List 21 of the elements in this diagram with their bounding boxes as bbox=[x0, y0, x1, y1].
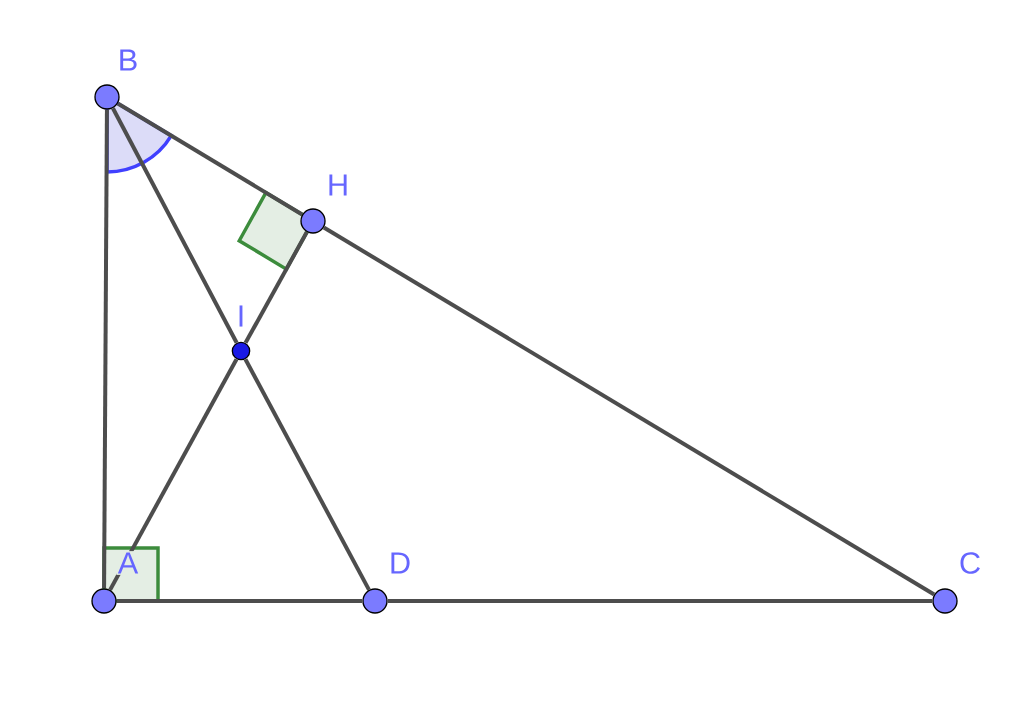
segment bbox=[387, 599, 933, 603]
point-label: A bbox=[116, 551, 140, 575]
segment bbox=[243, 358, 371, 591]
point bbox=[94, 84, 120, 110]
point-label: H bbox=[329, 174, 347, 196]
point-label: I bbox=[239, 305, 243, 327]
segment bbox=[116, 599, 363, 603]
segment bbox=[111, 107, 239, 344]
point bbox=[362, 588, 388, 614]
segment bbox=[116, 101, 304, 217]
point-label: C bbox=[960, 552, 980, 574]
point bbox=[231, 341, 251, 361]
segment bbox=[108, 358, 239, 591]
segment bbox=[243, 231, 309, 344]
point bbox=[91, 588, 117, 614]
point bbox=[932, 588, 958, 614]
segment bbox=[322, 225, 936, 597]
segment bbox=[102, 109, 109, 589]
point bbox=[300, 208, 326, 234]
point-label: D bbox=[391, 552, 410, 574]
point-label: B bbox=[120, 49, 137, 71]
